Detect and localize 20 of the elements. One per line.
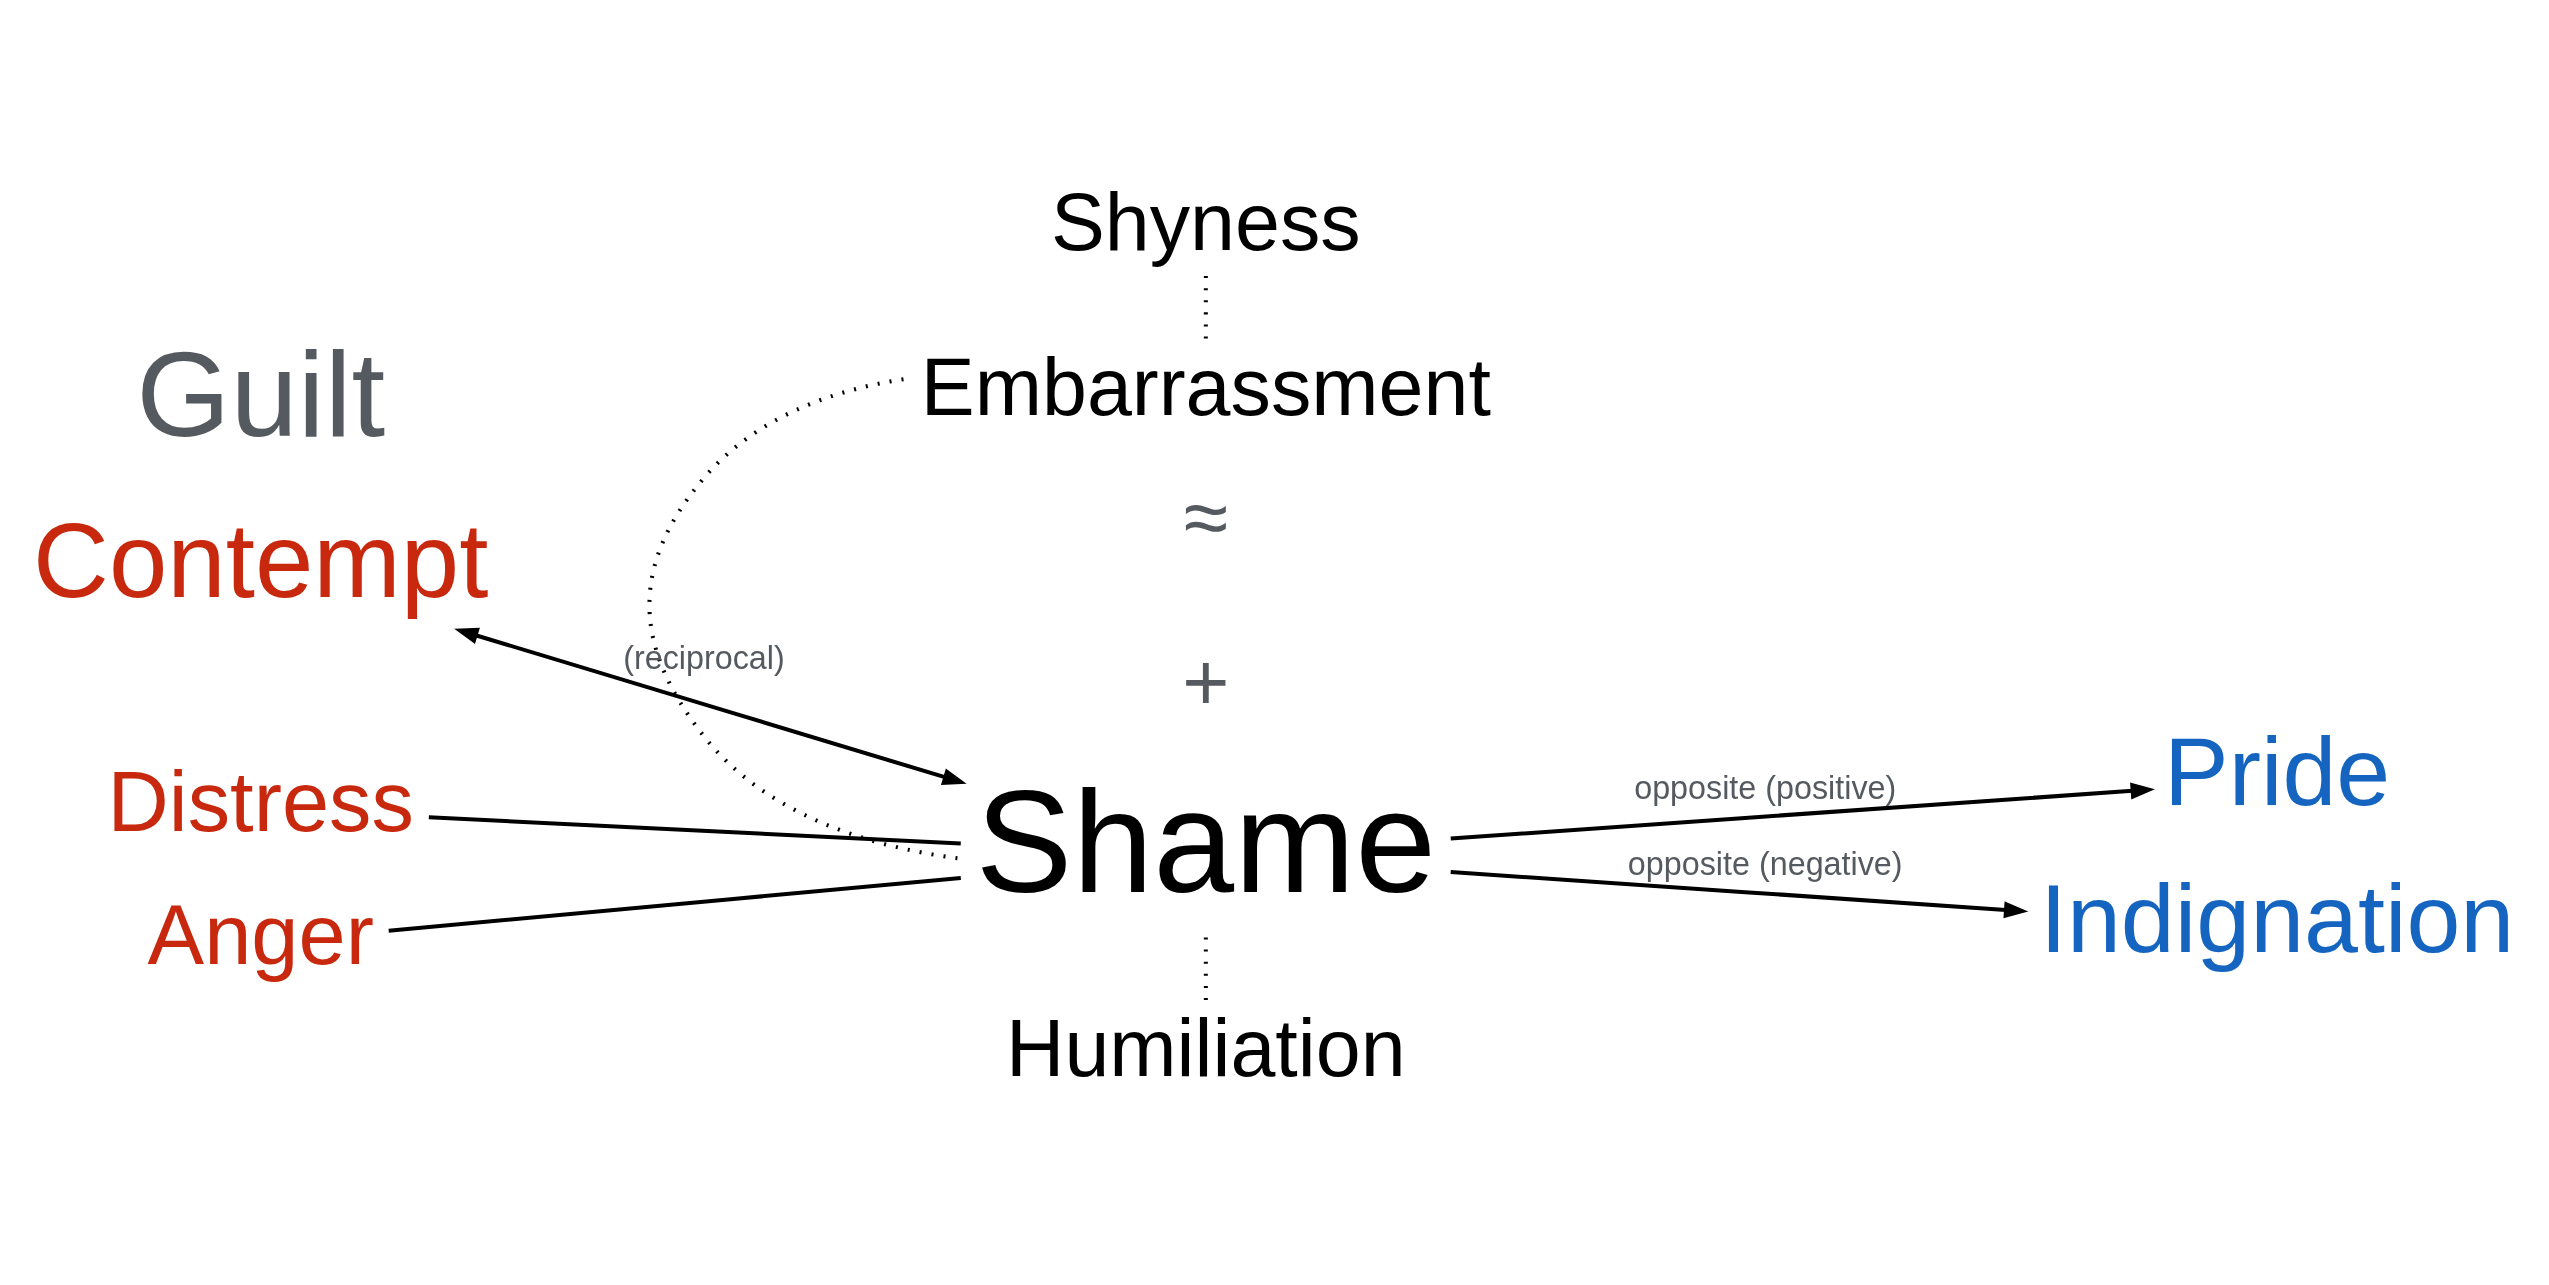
arrow [1450, 782, 2155, 841]
node-text: Anger [147, 886, 374, 982]
edge-label: (reciprocal) [623, 640, 785, 677]
node-text: Indignation [2040, 864, 2515, 974]
connector [428, 815, 961, 846]
node-text: Humiliation [1006, 1002, 1406, 1093]
node-text: Shame [975, 760, 1437, 924]
node-text: Embarrassment [920, 342, 1491, 433]
node-text: Pride [2164, 716, 2391, 826]
label: ≈ [1183, 471, 1228, 562]
connector [388, 875, 961, 933]
edge-label: opposite (positive) [1634, 769, 1897, 806]
node-text: Shyness [1050, 176, 1361, 267]
label: + [1182, 637, 1230, 728]
node-text: Contempt [33, 502, 489, 620]
arrow [1450, 870, 2029, 919]
node-text: Guilt [136, 325, 386, 462]
edge-label: opposite (negative) [1627, 846, 1903, 883]
arrow [454, 627, 967, 785]
node-text: Distress [107, 753, 414, 849]
